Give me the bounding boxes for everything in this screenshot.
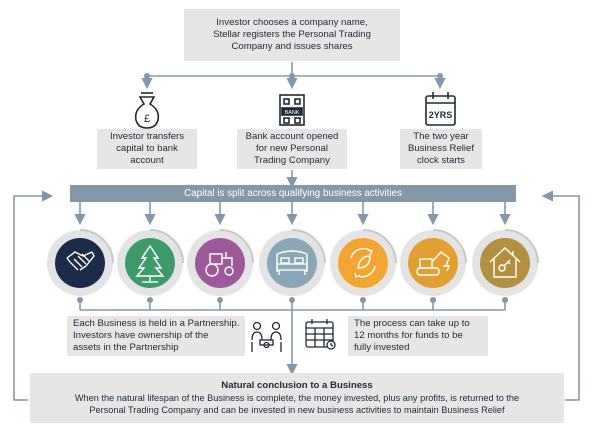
- step-box-transfer: Investor transfers capital to bank accou…: [97, 129, 197, 169]
- digger-icon: [416, 251, 451, 276]
- people-meeting-icon: [251, 321, 282, 352]
- top-box-line3: Company and issues shares: [231, 41, 353, 52]
- timing-note-box: The process can take up to 12 months for…: [348, 316, 488, 356]
- bed-icon: [276, 250, 308, 275]
- timing-note-line1: The process can take up to: [354, 318, 470, 329]
- step-bank-line2: for new Personal: [256, 143, 328, 154]
- activity-house: [472, 229, 539, 296]
- step-box-clock: The two year Business Relief clock start…: [400, 129, 482, 169]
- money-bag-icon: £: [134, 92, 160, 129]
- calendar-grid-icon: [305, 319, 336, 350]
- bank-icon: BANK: [279, 94, 305, 126]
- recycle-leaf-icon: [350, 247, 376, 279]
- tree-icon: [135, 244, 165, 283]
- conclusion-line2: Personal Trading Company and can be inve…: [89, 405, 505, 415]
- partnership-note-line2: Investors have ownership of the: [73, 330, 209, 341]
- conclusion-title: Natural conclusion to a Business: [221, 380, 373, 391]
- capital-split-banner: Capital is split across qualifying busin…: [70, 185, 516, 202]
- step-clock-line2: Business Relief: [407, 143, 475, 154]
- conclusion-box: Natural conclusion to a Business When th…: [30, 373, 564, 423]
- timing-note-line2: 12 months for funds to be: [354, 330, 463, 341]
- top-box-line2: Stellar registers the Personal Trading: [213, 29, 371, 40]
- partnership-note-line3: assets in the Partnership: [73, 342, 179, 353]
- step-transfer-line3: account: [130, 155, 164, 166]
- activity-tree: [117, 229, 184, 296]
- step-bank-line3: Trading Company: [254, 155, 330, 166]
- activity-digger: [400, 229, 467, 296]
- conclusion-line1: When the natural lifespan of the Busines…: [74, 393, 520, 403]
- top-box: Investor chooses a company name, Stellar…: [184, 9, 400, 61]
- step-transfer-line1: Investor transfers: [109, 131, 185, 142]
- step-box-bank: Bank account opened for new Personal Tra…: [237, 129, 347, 169]
- partnership-note-box: Each Business is held in a Partnership. …: [67, 316, 245, 356]
- top-box-line1: Investor chooses a company name,: [216, 17, 368, 28]
- activity-tractor: [187, 229, 254, 296]
- step-bank-line1: Bank account opened: [245, 131, 339, 142]
- tractor-icon: [205, 252, 234, 277]
- timing-note-line3: fully invested: [354, 342, 410, 353]
- step-clock-line1: The two year: [413, 131, 469, 142]
- svg-text:£: £: [144, 113, 150, 125]
- step-transfer-line2: capital to bank: [116, 143, 178, 154]
- calendar-icon-label: 2YRS: [429, 110, 453, 120]
- activity-bed: [259, 229, 326, 296]
- activity-handshake: [47, 229, 114, 296]
- bank-icon-label: BANK: [285, 110, 300, 116]
- activity-recycle: [330, 229, 397, 296]
- handshake-icon: [66, 251, 95, 271]
- calendar-icon: 2YRS: [425, 92, 456, 126]
- partnership-note-line1: Each Business is held in a Partnership.: [73, 318, 240, 329]
- house-icon: [489, 247, 521, 278]
- step-clock-line3: clock starts: [417, 155, 465, 166]
